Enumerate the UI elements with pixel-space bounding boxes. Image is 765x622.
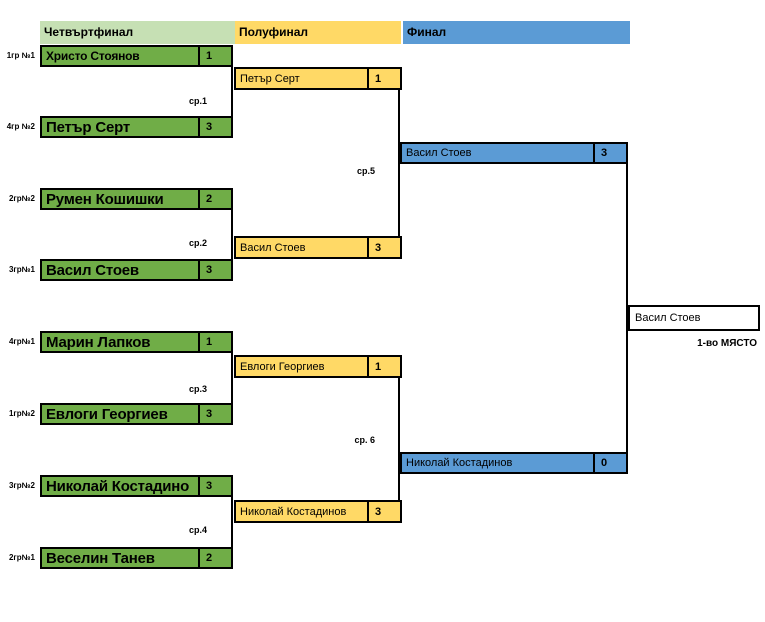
sf-box-3: Евлоги Георгиев 1: [234, 355, 402, 378]
sf-box-2: Васил Стоев 3: [234, 236, 402, 259]
player-name: Васил Стоев: [236, 238, 369, 257]
winner-name: Васил Стоев: [635, 312, 701, 324]
qf-box-5: Марин Лапков 1: [40, 331, 233, 353]
winner-box: Васил Стоев: [628, 305, 760, 331]
connector-line: [231, 353, 233, 403]
connector-line: [398, 90, 400, 236]
seed-label-1: 1гр №1: [6, 51, 35, 60]
connector-line: [231, 67, 233, 116]
winner-caption: 1-во МЯСТО: [697, 338, 757, 349]
player-name: Николай Костадинов: [236, 502, 369, 521]
match-label-sr3: ср.3: [188, 384, 207, 394]
player-score: 1: [375, 72, 382, 85]
connector-line: [231, 210, 233, 259]
player-score: 3: [206, 121, 213, 133]
qf-box-6: Евлоги Георгиев 3: [40, 403, 233, 425]
match-label-sr4: ср.4: [188, 525, 207, 535]
player-name: Румен Кошишки: [42, 190, 200, 208]
player-name: Петър Серт: [42, 118, 200, 136]
player-name: Васил Стоев: [402, 144, 595, 162]
player-name: Васил Стоев: [42, 261, 200, 279]
player-name: Николай Костадино: [42, 477, 200, 495]
qf-box-7: Николай Костадино 3: [40, 475, 233, 497]
qf-box-4: Васил Стоев 3: [40, 259, 233, 281]
player-score: 3: [206, 408, 213, 420]
player-score: 1: [375, 360, 382, 373]
qf-box-1: Христо Стоянов 1: [40, 45, 233, 67]
qf-box-3: Румен Кошишки 2: [40, 188, 233, 210]
seed-label-8: 2гр№1: [8, 553, 35, 562]
sf-box-1: Петър Серт 1: [234, 67, 402, 90]
player-score: 3: [375, 505, 382, 518]
player-name: Христо Стоянов: [42, 47, 200, 65]
match-label-sr1: ср.1: [188, 96, 207, 106]
seed-label-3: 2гр№2: [8, 194, 35, 203]
player-name: Марин Лапков: [42, 333, 200, 351]
match-label-sr6: ср. 6: [354, 435, 375, 445]
player-name: Евлоги Георгиев: [236, 357, 369, 376]
player-score: 3: [601, 147, 608, 159]
player-score: 2: [206, 193, 213, 205]
player-score: 0: [601, 457, 608, 469]
qf-box-8: Веселин Танев 2: [40, 547, 233, 569]
connector-line: [398, 378, 400, 500]
seed-label-6: 1гр№2: [8, 409, 35, 418]
player-score: 2: [206, 552, 213, 564]
match-label-sr5: ср.5: [356, 166, 375, 176]
final-box-2: Николай Костадинов 0: [400, 452, 628, 474]
player-score: 1: [206, 336, 213, 348]
seed-label-7: 3гр№2: [8, 481, 35, 490]
player-name: Веселин Танев: [42, 549, 200, 567]
player-score: 3: [375, 241, 382, 254]
player-name: Николай Костадинов: [402, 454, 595, 472]
seed-label-2: 4гр №2: [6, 122, 35, 131]
player-name: Евлоги Георгиев: [42, 405, 200, 423]
round-header-semifinal: Полуфинал: [235, 21, 401, 44]
player-score: 3: [206, 264, 213, 276]
final-box-1: Васил Стоев 3: [400, 142, 628, 164]
seed-label-5: 4гр№1: [8, 337, 35, 346]
round-header-quarterfinal: Четвъртфинал: [40, 21, 235, 44]
player-score: 3: [206, 480, 213, 492]
qf-box-2: Петър Серт 3: [40, 116, 233, 138]
sf-box-4: Николай Костадинов 3: [234, 500, 402, 523]
round-header-final: Финал: [403, 21, 630, 44]
player-score: 1: [206, 50, 213, 62]
seed-label-4: 3гр№1: [8, 265, 35, 274]
connector-line: [231, 497, 233, 547]
connector-line: [626, 164, 628, 452]
player-name: Петър Серт: [236, 69, 369, 88]
match-label-sr2: ср.2: [188, 238, 207, 248]
